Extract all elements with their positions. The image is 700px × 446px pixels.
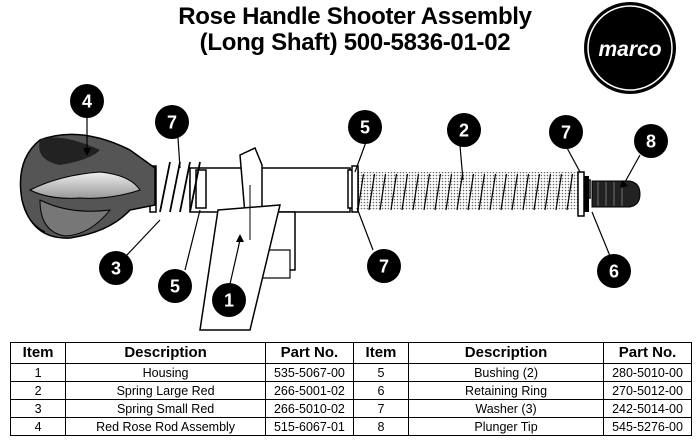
cell-item: 6	[352, 381, 410, 400]
logo-text: marco	[598, 38, 661, 61]
callout-5: 7	[549, 115, 583, 149]
callout-3: 5	[348, 110, 382, 144]
col-description: Description	[65, 342, 266, 364]
washer-2	[351, 165, 359, 213]
parts-table-header: Item Description Part No. Item Descripti…	[9, 342, 692, 364]
callout-6: 8	[634, 124, 668, 158]
spring-large	[356, 172, 578, 211]
callout-11: 6	[597, 254, 631, 288]
cell-item: 2	[9, 381, 67, 400]
assembly-diagram: marco	[19, 2, 676, 331]
cell-item: 1	[9, 363, 67, 382]
cell-part-no: 515-6067-01	[264, 417, 354, 436]
cell-part-no: 242-5014-00	[603, 399, 692, 418]
cell-part-no: 266-5010-02	[264, 399, 354, 418]
cell-description: Bushing (2)	[408, 363, 605, 382]
parts-table: Item Description Part No. Item Descripti…	[9, 342, 692, 436]
table-row: 1 Housing 535-5067-00 5 Bushing (2) 280-…	[9, 363, 692, 382]
cell-description: Retaining Ring	[408, 381, 605, 400]
callout-2: 7	[155, 105, 189, 139]
cell-description: Spring Small Red	[65, 399, 266, 418]
callout-label: 7	[379, 257, 389, 277]
col-part-no: Part No.	[264, 342, 354, 364]
washer-3	[577, 171, 585, 217]
cell-item: 4	[9, 417, 67, 436]
table-row: 3 Spring Small Red 266-5010-02 7 Washer …	[9, 399, 692, 418]
callout-7: 3	[99, 251, 133, 285]
col-item: Item	[9, 342, 67, 364]
rose-handle	[19, 133, 156, 239]
callout-9: 1	[212, 283, 246, 317]
cell-item: 8	[352, 417, 410, 436]
cell-part-no: 270-5012-00	[603, 381, 692, 400]
leader-lines	[86, 115, 641, 285]
cell-description: Plunger Tip	[408, 417, 605, 436]
cell-item: 3	[9, 399, 67, 418]
plunger-tip	[591, 180, 641, 208]
callout-label: 7	[167, 113, 177, 133]
callout-label: 7	[561, 123, 571, 143]
table-row: 2 Spring Large Red 266-5001-02 6 Retaini…	[9, 381, 692, 400]
callout-label: 5	[170, 277, 180, 297]
cell-part-no: 535-5067-00	[264, 363, 354, 382]
spring-small	[159, 161, 201, 213]
callout-label: 4	[82, 92, 92, 112]
callout-label: 6	[609, 262, 619, 282]
callout-label: 3	[111, 259, 121, 279]
cell-description: Red Rose Rod Assembly	[65, 417, 266, 436]
col-item-2: Item	[352, 342, 410, 364]
callout-label: 5	[360, 118, 370, 138]
cell-item: 5	[352, 363, 410, 382]
cell-part-no: 266-5001-02	[264, 381, 354, 400]
callout-8: 5	[158, 269, 192, 303]
bushing-front	[195, 169, 207, 209]
cell-part-no: 280-5010-00	[603, 363, 692, 382]
callout-4: 2	[447, 113, 481, 147]
cell-description: Spring Large Red	[65, 381, 266, 400]
cell-item: 7	[352, 399, 410, 418]
callout-label: 2	[459, 121, 469, 141]
callout-label: 1	[224, 291, 234, 311]
col-part-no-2: Part No.	[603, 342, 692, 364]
cell-description: Washer (3)	[408, 399, 605, 418]
callout-1: 4	[70, 84, 104, 118]
title-line-2: (Long Shaft) 500-5836-01-02	[199, 29, 511, 56]
cell-description: Housing	[65, 363, 266, 382]
callout-label: 8	[646, 132, 656, 152]
col-description-2: Description	[408, 342, 605, 364]
marco-logo: marco	[584, 2, 676, 94]
leader-arrows	[83, 148, 628, 242]
table-row: 4 Red Rose Rod Assembly 515-6067-01 8 Pl…	[9, 417, 692, 436]
title-line-1: Rose Handle Shooter Assembly	[178, 3, 532, 30]
callouts: 4 7 5 2 7 8 3 5 1 7 6	[70, 84, 668, 317]
retaining-ring	[584, 176, 589, 212]
cell-part-no: 545-5276-00	[603, 417, 692, 436]
callout-10: 7	[367, 249, 401, 283]
